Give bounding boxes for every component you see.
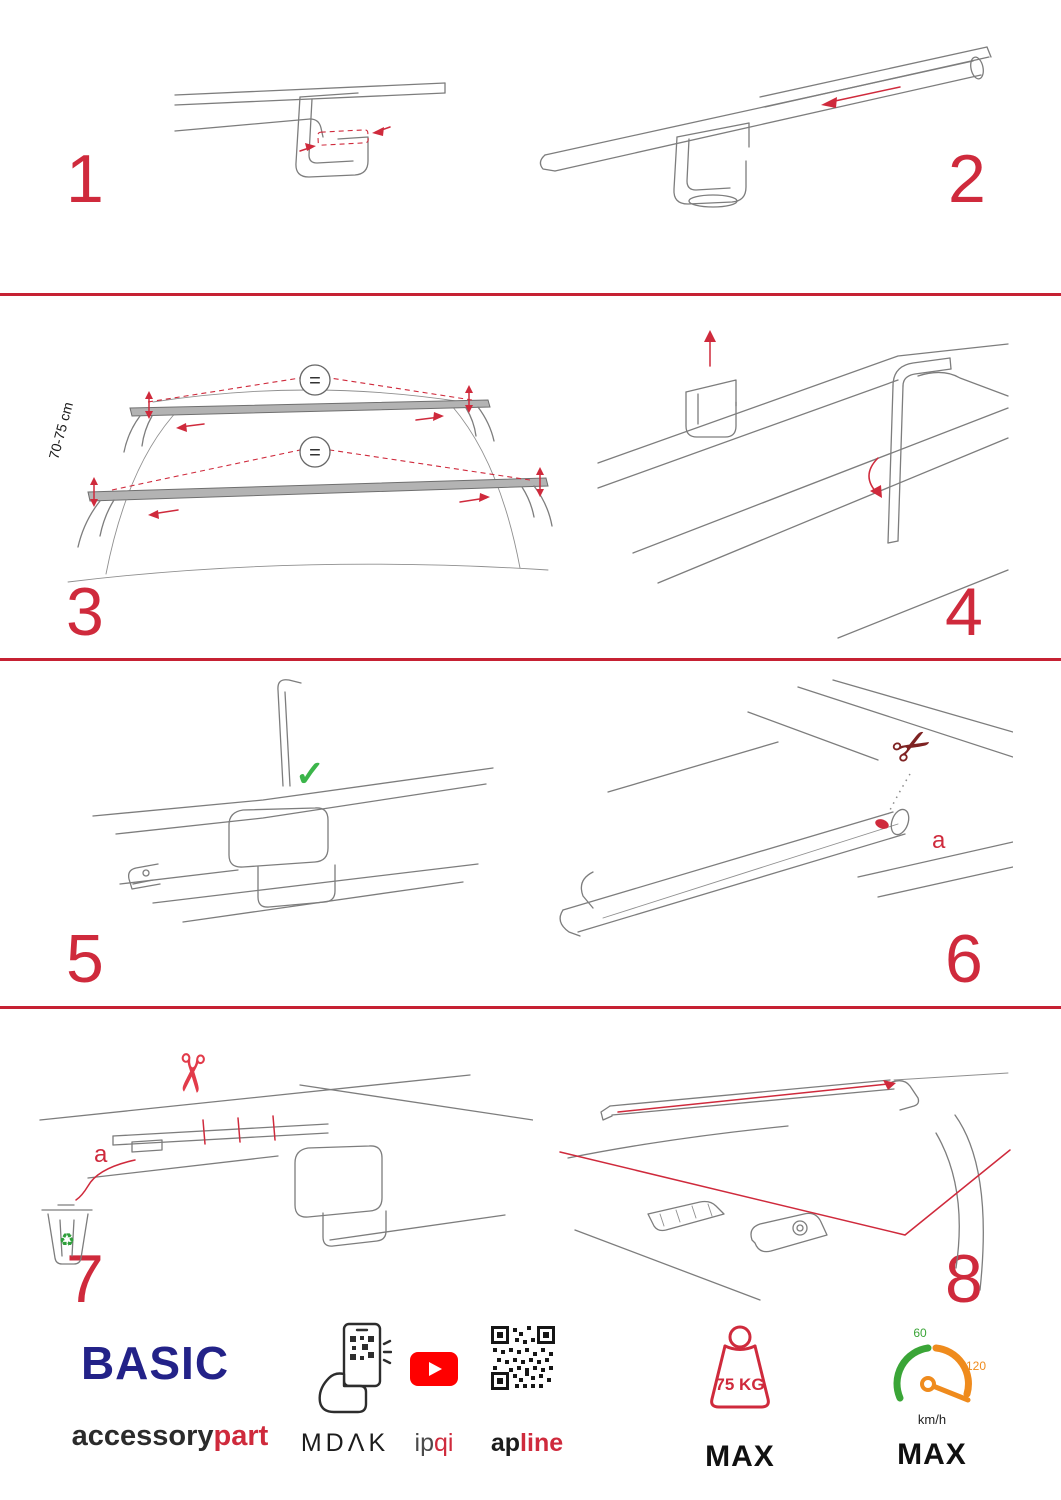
brand-part: part <box>213 1420 269 1452</box>
step-6-illustration: ✂ a <box>559 679 1013 937</box>
cut-dotted-line <box>887 773 911 815</box>
final-assembly-drawing <box>567 1072 1009 1301</box>
phone-qr-pattern <box>350 1336 374 1360</box>
roof-rail-drawing <box>174 82 446 178</box>
trash-bin-icon <box>41 1204 93 1265</box>
gauge-high-label: 120 <box>966 1359 986 1373</box>
equals-badge-top: = <box>299 364 331 396</box>
car-roof-outline <box>67 389 549 583</box>
cut-marks <box>75 1115 276 1201</box>
recycle-icon: ♻ <box>59 1230 75 1250</box>
gauge-unit-label: km/h <box>917 1412 947 1427</box>
step-2-number: 2 <box>948 141 986 217</box>
partner-mdak: MDΛK <box>300 1429 390 1457</box>
partner-apline-line: line <box>520 1429 564 1457</box>
step-1-illustration <box>174 82 446 178</box>
play-icon <box>429 1362 442 1376</box>
svg-text:=: = <box>309 442 321 464</box>
scissors-icon: ✂ <box>159 1049 221 1097</box>
partner-ipqi-ip: ip <box>414 1429 434 1457</box>
section-divider-2 <box>0 658 1061 661</box>
step-5-illustration: ✓ <box>92 679 494 923</box>
distance-label: 70-75 cm <box>45 400 76 461</box>
gauge-low-label: 60 <box>913 1326 927 1340</box>
scissors-icon: ✂ <box>882 714 941 778</box>
partner-apline: apline <box>487 1429 567 1458</box>
step-8-number: 8 <box>945 1241 983 1317</box>
svg-text:=: = <box>309 370 321 392</box>
partner-ipqi: ipqi <box>398 1429 470 1458</box>
label-a: a <box>932 827 946 854</box>
phone-qr-scan-icon <box>318 1322 392 1414</box>
step-8-illustration <box>559 1072 1011 1301</box>
crossbar-front <box>77 477 553 548</box>
speedometer-icon: 60 120 <box>893 1326 986 1403</box>
check-icon: ✓ <box>295 753 325 794</box>
clamp-pad-highlight <box>299 126 391 152</box>
step-6-number: 6 <box>945 921 983 997</box>
alignment-lines <box>559 1080 1011 1236</box>
strip-cut-drawing <box>39 1074 533 1247</box>
step-3-illustration: = = 70-75 cm <box>45 364 553 583</box>
step-7-illustration: ♻ ✂ a <box>39 1049 533 1265</box>
insert-arrow <box>704 330 716 367</box>
mounted-clamp-drawing <box>92 679 494 923</box>
slide-arrow <box>821 86 901 108</box>
alignment-guides <box>111 377 531 491</box>
crossbar-rear <box>123 399 495 453</box>
brand-accessory: accessory <box>71 1420 214 1452</box>
step-3-number: 3 <box>66 574 104 650</box>
qr-code-icon <box>491 1326 555 1390</box>
rotate-arrow <box>868 457 882 498</box>
weight-max-label: MAX <box>705 1440 775 1473</box>
partner-apline-ap: ap <box>490 1429 521 1457</box>
brand-basic: BASIC <box>80 1337 230 1389</box>
step-4-illustration <box>597 330 1009 639</box>
weight-limit-icon: 75 KG <box>710 1325 770 1409</box>
step-2-illustration <box>539 46 992 208</box>
step-5-number: 5 <box>66 921 104 997</box>
step-1-number: 1 <box>66 141 104 217</box>
partner-ipqi-qi: qi <box>434 1429 454 1457</box>
crossbar-drawing <box>539 46 992 208</box>
label-a: a <box>94 1141 108 1168</box>
rail-closeup-drawing <box>597 343 1009 639</box>
equals-badge-bottom: = <box>299 436 331 468</box>
measure-arrows <box>90 385 544 519</box>
bar-end-drawing <box>559 679 1013 937</box>
brand-accessorypart: accessorypart <box>66 1420 274 1453</box>
section-divider-3 <box>0 1006 1061 1009</box>
gauge-max-label: MAX <box>897 1438 967 1471</box>
section-divider-1 <box>0 293 1061 296</box>
step-4-number: 4 <box>945 574 983 650</box>
cut-point <box>875 819 889 829</box>
weight-value: 75 KG <box>715 1375 764 1394</box>
youtube-icon <box>410 1352 458 1386</box>
allen-key-icon <box>887 357 952 544</box>
